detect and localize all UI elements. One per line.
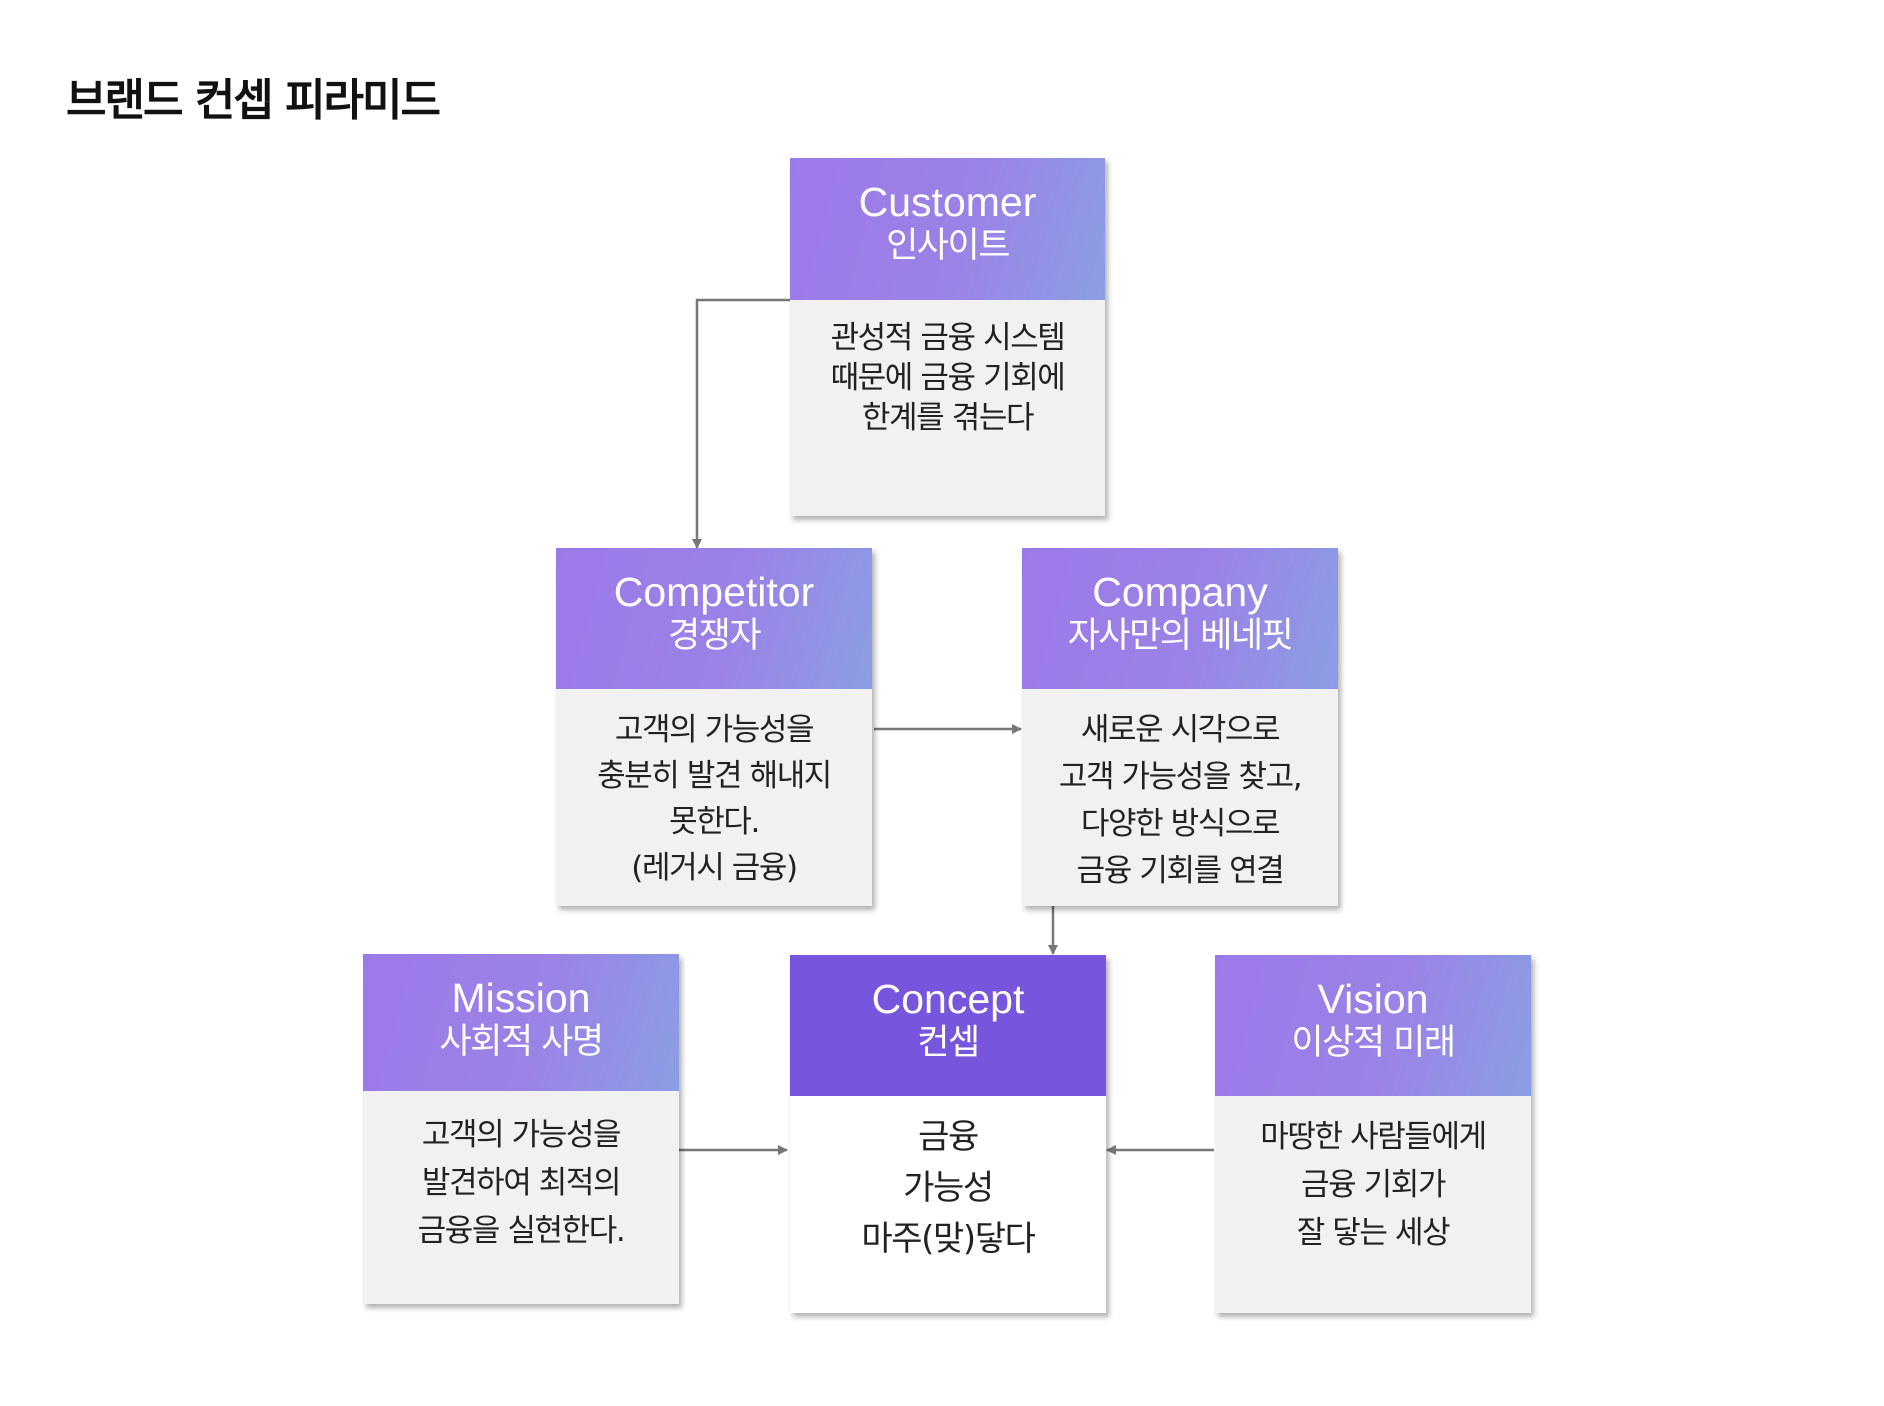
concept-card-header: Concept 컨셉 <box>790 955 1106 1096</box>
competitor-card-text: 고객의 가능성을 <box>614 712 815 748</box>
competitor-card-subtitle: 경쟁자 <box>667 616 762 656</box>
concept-card-body: 금융 가능성 마주(맞)닿다 <box>790 1112 1106 1265</box>
competitor-card-text: (레거시 금융) <box>631 850 798 886</box>
concept-card-subtitle: 컨셉 <box>917 1023 980 1063</box>
competitor-card-text: 못한다. <box>669 804 760 840</box>
customer-card-text: 한계를 겪는다 <box>861 400 1035 436</box>
company-card-subtitle: 자사만의 베네핏 <box>1067 616 1294 656</box>
company-card-text: 금융 기회를 연결 <box>1076 853 1285 889</box>
arrow-customer-to-competitor <box>692 298 790 549</box>
customer-card-subtitle: 인사이트 <box>886 226 1010 266</box>
concept-card-title: Concept <box>871 976 1025 1022</box>
competitor-card-header: Competitor 경쟁자 <box>556 548 872 689</box>
customer-card-text: 때문에 금융 기회에 <box>830 360 1066 396</box>
vision-card-text: 금융 기회가 <box>1300 1167 1446 1203</box>
mission-card-title: Mission <box>451 975 591 1021</box>
vision-card-text: 마땅한 사람들에게 <box>1260 1119 1487 1155</box>
company-card: Company 자사만의 베네핏 새로운 시각으로 고객 가능성을 찾고, 다양… <box>1022 548 1338 906</box>
mission-card-subtitle: 사회적 사명 <box>439 1022 604 1062</box>
customer-card: Customer 인사이트 관성적 금융 시스템 때문에 금융 기회에 한계를 … <box>790 158 1105 516</box>
company-card-body: 새로운 시각으로 고객 가능성을 찾고, 다양한 방식으로 금융 기회를 연결 <box>1022 707 1338 895</box>
competitor-card-text: 충분히 발견 해내지 <box>597 758 832 794</box>
company-card-title: Company <box>1092 569 1268 615</box>
concept-card-text: 금융 <box>918 1117 979 1157</box>
customer-card-body: 관성적 금융 시스템 때문에 금융 기회에 한계를 겪는다 <box>790 318 1105 438</box>
mission-card-text: 발견하여 최적의 <box>421 1165 622 1201</box>
company-card-header: Company 자사만의 베네핏 <box>1022 548 1338 689</box>
vision-card-header: Vision 이상적 미래 <box>1215 955 1531 1096</box>
concept-card-text: 마주(맞)닿다 <box>861 1219 1036 1259</box>
customer-card-title: Customer <box>858 179 1037 225</box>
mission-card-text: 금융을 실현한다. <box>417 1213 626 1249</box>
company-card-text: 다양한 방식으로 <box>1080 806 1281 842</box>
competitor-card-body: 고객의 가능성을 충분히 발견 해내지 못한다. (레거시 금융) <box>556 707 872 891</box>
mission-card-text: 고객의 가능성을 <box>421 1117 622 1153</box>
competitor-card-title: Competitor <box>613 569 815 615</box>
mission-card-header: Mission 사회적 사명 <box>363 954 679 1091</box>
vision-card-title: Vision <box>1317 976 1429 1022</box>
company-card-text: 고객 가능성을 찾고, <box>1058 759 1303 795</box>
competitor-card: Competitor 경쟁자 고객의 가능성을 충분히 발견 해내지 못한다. … <box>556 548 872 906</box>
company-card-text: 새로운 시각으로 <box>1080 712 1281 748</box>
vision-card-text: 잘 닿는 세상 <box>1296 1215 1451 1251</box>
vision-card: Vision 이상적 미래 마땅한 사람들에게 금융 기회가 잘 닿는 세상 <box>1215 955 1531 1313</box>
customer-card-text: 관성적 금융 시스템 <box>830 320 1066 356</box>
vision-card-body: 마땅한 사람들에게 금융 기회가 잘 닿는 세상 <box>1215 1113 1531 1257</box>
concept-card: Concept 컨셉 금융 가능성 마주(맞)닿다 <box>790 955 1106 1313</box>
mission-card: Mission 사회적 사명 고객의 가능성을 발견하여 최적의 금융을 실현한… <box>363 954 679 1304</box>
vision-card-subtitle: 이상적 미래 <box>1291 1023 1456 1063</box>
concept-card-text: 가능성 <box>903 1168 994 1208</box>
page-title: 브랜드 컨셉 피라미드 <box>66 75 441 126</box>
customer-card-header: Customer 인사이트 <box>790 158 1105 300</box>
mission-card-body: 고객의 가능성을 발견하여 최적의 금융을 실현한다. <box>363 1111 679 1255</box>
